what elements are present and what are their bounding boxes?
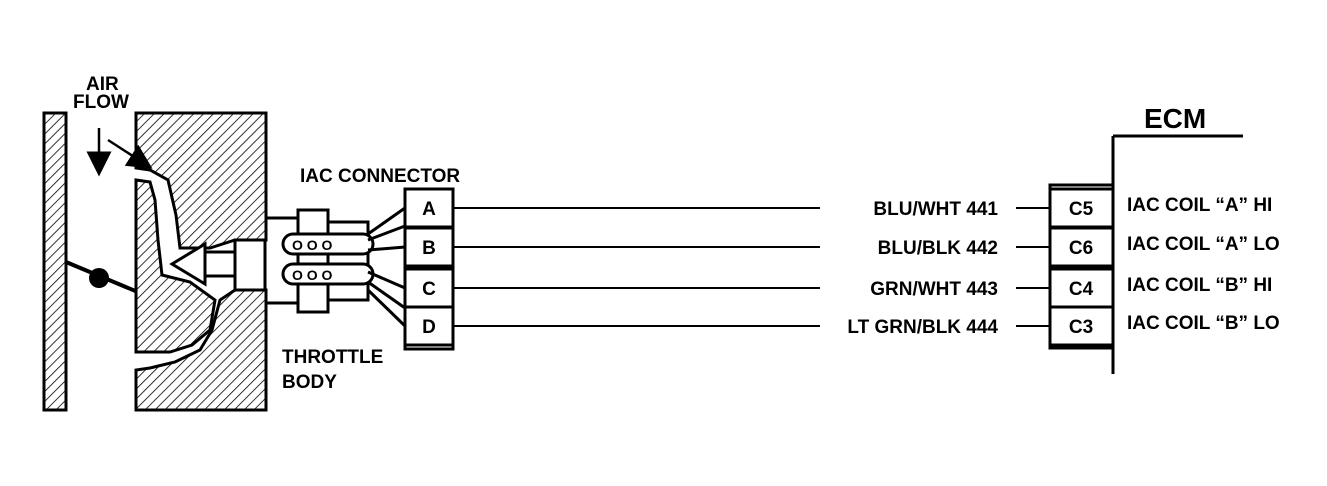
ecm-pin-label: C3 <box>1069 317 1093 338</box>
svg-text:O O O: O O O <box>292 267 333 283</box>
ecm-title: ECM <box>1144 103 1206 134</box>
iac-connector-housing <box>296 208 330 314</box>
wire-label: BLU/BLK 442 <box>878 238 998 259</box>
ecm-pin-label: C4 <box>1069 279 1094 300</box>
wire-2: BLU/BLK 442 <box>453 238 1050 259</box>
iac-coil-a: O O O <box>281 232 375 256</box>
wire-4: LT GRN/BLK 444 <box>453 317 1050 338</box>
wire-label: BLU/WHT 441 <box>873 199 998 220</box>
ecm-pin-label: C6 <box>1069 238 1093 259</box>
throttle-shaft <box>89 268 109 288</box>
connector-pin-label: B <box>422 238 436 259</box>
connector-pin-label: D <box>422 317 436 338</box>
throttle-body-label-line2: BODY <box>282 372 337 393</box>
ecm-pin-function: IAC COIL “A” HI <box>1127 195 1272 216</box>
wire-label: LT GRN/BLK 444 <box>847 317 998 338</box>
wire-3: GRN/WHT 443 <box>453 279 1050 300</box>
iac-pintle-shaft <box>203 250 237 278</box>
iac-coil-b: O O O <box>281 262 375 286</box>
throttle-bore-left-wall <box>42 111 68 412</box>
ecm-pin-label: C5 <box>1069 199 1094 220</box>
ecm-pin-c6: C6 IAC COIL “A” LO <box>1048 226 1280 268</box>
ecm-pin-function: IAC COIL “A” LO <box>1127 234 1280 255</box>
coil-leads <box>366 206 407 328</box>
air-flow-label-line2: FLOW <box>73 92 129 113</box>
air-flow-arrow-diagonal-icon <box>107 138 153 169</box>
wire-1: BLU/WHT 441 <box>453 199 1050 220</box>
connector-pin-label: C <box>422 279 436 300</box>
svg-text:O O O: O O O <box>292 237 333 253</box>
connector-pin-c: C <box>403 267 455 309</box>
ecm-pin-c5: C5 IAC COIL “A” HI <box>1048 187 1272 229</box>
ecm-pin-c4: C4 IAC COIL “B” HI <box>1048 267 1272 309</box>
connector-pin-label: A <box>422 199 436 220</box>
throttle-body-lower-block <box>134 288 268 412</box>
ecm-pin-c3: C3 IAC COIL “B” LO <box>1048 305 1280 347</box>
throttle-body-assembly: O O O O O O <box>42 111 407 412</box>
wire-label: GRN/WHT 443 <box>870 279 998 300</box>
iac-connector-label: IAC CONNECTOR <box>300 166 460 187</box>
ecm-pin-function: IAC COIL “B” HI <box>1127 275 1272 296</box>
connector-pin-a: A <box>403 187 455 229</box>
connector-pin-b: B <box>403 226 455 268</box>
connector-pin-d: D <box>403 305 455 347</box>
ecm-pin-function: IAC COIL “B” LO <box>1127 313 1280 334</box>
idle-air-passage-wall <box>134 178 217 354</box>
throttle-body-label-line1: THROTTLE <box>282 347 383 368</box>
air-flow-label-line1: AIR <box>86 74 119 95</box>
throttle-body-upper-block <box>134 111 268 250</box>
iac-motor-body <box>233 238 267 292</box>
